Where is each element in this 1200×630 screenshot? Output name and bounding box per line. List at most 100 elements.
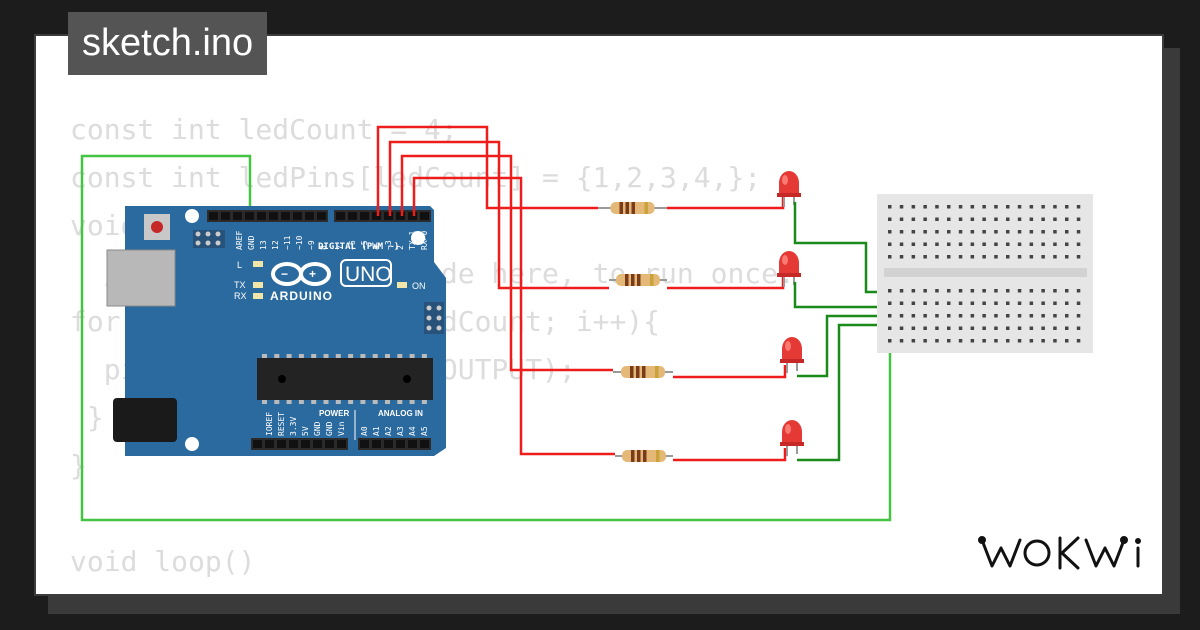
digital-label: DIGITAL (PWM ~) — [318, 242, 399, 252]
model-label: UNO — [345, 263, 392, 286]
resistor[interactable] — [615, 450, 673, 462]
header-pin[interactable] — [269, 212, 278, 220]
header-pin[interactable] — [245, 212, 254, 220]
header-pin[interactable] — [384, 440, 393, 448]
breadboard[interactable] — [877, 194, 1093, 353]
analog-header[interactable] — [358, 438, 431, 450]
pin-label: ~9 — [307, 240, 316, 250]
header-pin[interactable] — [396, 212, 405, 220]
pin-label: ~3 — [384, 240, 393, 250]
resistors[interactable] — [598, 202, 673, 462]
pin-label: RESET — [277, 412, 286, 436]
header-pin[interactable] — [384, 212, 393, 220]
header-pin[interactable] — [265, 440, 274, 448]
header-pin[interactable] — [209, 212, 218, 220]
header-pin[interactable] — [313, 440, 322, 448]
tx-label: TX — [234, 280, 246, 290]
pin-label: 2 — [396, 245, 405, 250]
header-pin[interactable] — [277, 440, 286, 448]
led-red[interactable] — [780, 337, 804, 373]
led-red[interactable] — [777, 251, 801, 287]
digital-header-right[interactable] — [334, 210, 431, 222]
pin-label: 3.3V — [289, 417, 298, 436]
pin-label: TX→1 — [408, 231, 417, 250]
header-pin[interactable] — [221, 212, 230, 220]
header-pin[interactable] — [281, 212, 290, 220]
digital-header-left[interactable] — [207, 210, 328, 222]
header-pin[interactable] — [293, 212, 302, 220]
pin-label: ~6 — [348, 240, 357, 250]
header-pin[interactable] — [348, 212, 357, 220]
pin-label: A3 — [396, 426, 405, 436]
header-pin[interactable] — [372, 440, 381, 448]
svg-text:−: − — [281, 267, 288, 281]
pin-label: 12 — [271, 240, 280, 250]
header-pin[interactable] — [257, 212, 266, 220]
pin-label: A1 — [372, 426, 381, 436]
header-pin[interactable] — [396, 440, 405, 448]
power-label: POWER — [319, 409, 349, 418]
wokwi-logo — [978, 536, 1141, 570]
pin-label: A0 — [360, 426, 369, 436]
pin-label: A2 — [384, 426, 393, 436]
code-line: { — [70, 586, 795, 594]
pin-label: GND — [247, 235, 256, 250]
pin-label: GND — [325, 421, 334, 436]
resistor[interactable] — [613, 366, 673, 378]
pin-label: ~11 — [283, 235, 292, 250]
header-pin[interactable] — [408, 212, 417, 220]
pin-label: ~10 — [295, 235, 304, 250]
pin-label: 13 — [259, 240, 268, 250]
header-pin[interactable] — [325, 440, 334, 448]
code-line: void loop() — [70, 545, 256, 578]
usb-connector — [106, 249, 176, 307]
code-line: } — [70, 401, 104, 434]
header-pin[interactable] — [337, 440, 346, 448]
pin-label: A4 — [408, 426, 417, 436]
header-pin[interactable] — [420, 440, 429, 448]
ground-wires[interactable] — [793, 202, 891, 462]
code-line: const int ledCount = 4; — [70, 113, 458, 146]
pin-label: AREF — [235, 231, 244, 250]
pin-label: 4 — [372, 245, 381, 250]
header-pin[interactable] — [336, 212, 345, 220]
pin-label: 5V — [301, 426, 310, 436]
header-pin[interactable] — [317, 212, 326, 220]
led-red[interactable] — [780, 420, 804, 456]
header-pin[interactable] — [372, 212, 381, 220]
pin-label: 7 — [336, 245, 345, 250]
pin-label: 8 — [319, 245, 328, 250]
pin-label: A5 — [420, 426, 429, 436]
header-pin[interactable] — [360, 212, 369, 220]
power-jack — [113, 398, 177, 442]
header-pin[interactable] — [420, 212, 429, 220]
led-red[interactable] — [777, 171, 801, 207]
pin-label: GND — [313, 421, 322, 436]
resistor[interactable] — [609, 274, 667, 286]
file-tab[interactable]: sketch.ino — [68, 12, 268, 75]
header-pin[interactable] — [360, 440, 369, 448]
arduino-logo — [271, 262, 331, 286]
pin-label: IOREF — [265, 412, 274, 436]
header-pin[interactable] — [408, 440, 417, 448]
leds[interactable] — [777, 171, 804, 456]
header-pin[interactable] — [301, 440, 310, 448]
pin-label: RX←0 — [420, 231, 429, 250]
header-pin[interactable] — [233, 212, 242, 220]
brand-label: ARDUINO — [270, 289, 333, 303]
analog-label: ANALOG IN — [378, 409, 423, 418]
header-pin[interactable] — [289, 440, 298, 448]
resistor[interactable] — [598, 202, 667, 214]
power-header[interactable] — [251, 438, 348, 450]
header-pin[interactable] — [253, 440, 262, 448]
l-led-label: L — [237, 260, 242, 270]
rx-label: RX — [234, 291, 247, 301]
on-label: ON — [412, 281, 426, 291]
pin-label: Vin — [337, 421, 346, 436]
pin-label: ~5 — [360, 240, 369, 250]
gnd-loop-wire[interactable] — [80, 154, 892, 522]
header-pin[interactable] — [305, 212, 314, 220]
